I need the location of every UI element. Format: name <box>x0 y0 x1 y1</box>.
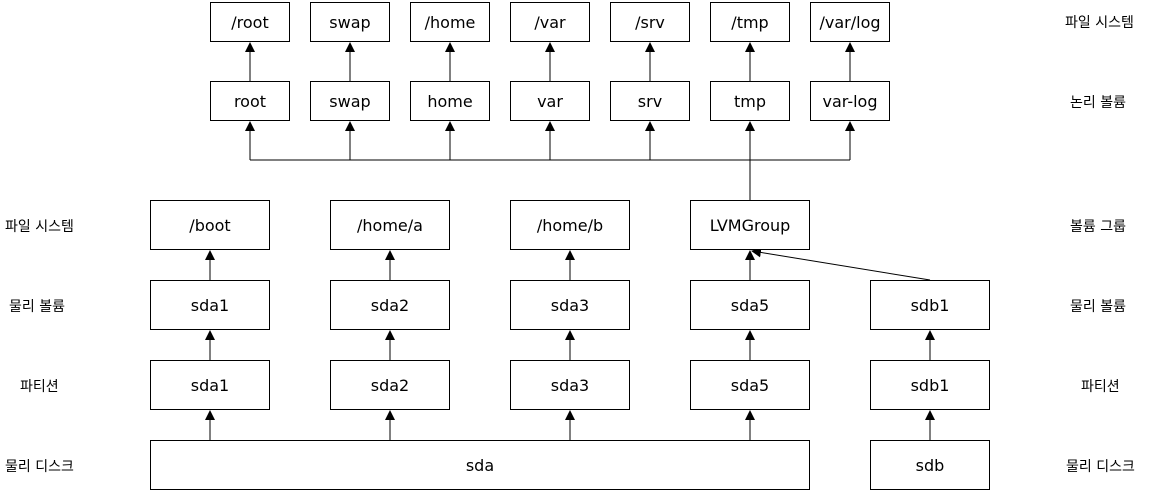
physical-volume-sdb1: sdb1 <box>870 280 990 330</box>
physical-volume-sda1: sda1 <box>150 280 270 330</box>
row-label-partition-right: 파티션 <box>1081 379 1120 395</box>
row-label-logical-volume: 논리 볼륨 <box>1070 95 1126 111</box>
row-label-physical-volume-left: 물리 볼륨 <box>9 299 65 315</box>
partition-sda5: sda5 <box>690 360 810 410</box>
filesystem-srv: /srv <box>610 2 690 42</box>
filesystem-boot: /boot <box>150 200 270 250</box>
row-label-filesystem-left: 파일 시스템 <box>5 219 74 235</box>
filesystem-var-log: /var/log <box>810 2 890 42</box>
logical-volume-home: home <box>410 81 490 121</box>
logical-volume-root: root <box>210 81 290 121</box>
disk-sdb: sdb <box>870 440 990 490</box>
filesystem-home-b: /home/b <box>510 200 630 250</box>
partition-sda1: sda1 <box>150 360 270 410</box>
logical-volume-swap: swap <box>310 81 390 121</box>
filesystem-var: /var <box>510 2 590 42</box>
logical-volume-tmp: tmp <box>710 81 790 121</box>
filesystem-home: /home <box>410 2 490 42</box>
row-label-partition-left: 파티션 <box>20 379 59 395</box>
physical-volume-sda3: sda3 <box>510 280 630 330</box>
row-label-filesystem-top: 파일 시스템 <box>1065 15 1134 31</box>
volume-group-lvmgroup: LVMGroup <box>690 200 810 250</box>
logical-volume-var: var <box>510 81 590 121</box>
physical-volume-sda2: sda2 <box>330 280 450 330</box>
row-label-physical-volume-right: 물리 볼륨 <box>1070 299 1126 315</box>
partition-sda3: sda3 <box>510 360 630 410</box>
filesystem-tmp: /tmp <box>710 2 790 42</box>
logical-volume-var-log: var-log <box>810 81 890 121</box>
row-label-disk-left: 물리 디스크 <box>5 459 74 475</box>
partition-sda2: sda2 <box>330 360 450 410</box>
filesystem-home-a: /home/a <box>330 200 450 250</box>
partition-sdb1: sdb1 <box>870 360 990 410</box>
logical-volume-srv: srv <box>610 81 690 121</box>
filesystem-swap: swap <box>310 2 390 42</box>
row-label-volume-group: 볼륨 그룹 <box>1070 219 1126 235</box>
arrow-sdb1-to-vg <box>751 247 931 281</box>
disk-sda: sda <box>150 440 810 490</box>
physical-volume-sda5: sda5 <box>690 280 810 330</box>
row-label-disk-right: 물리 디스크 <box>1066 459 1135 475</box>
filesystem-root: /root <box>210 2 290 42</box>
